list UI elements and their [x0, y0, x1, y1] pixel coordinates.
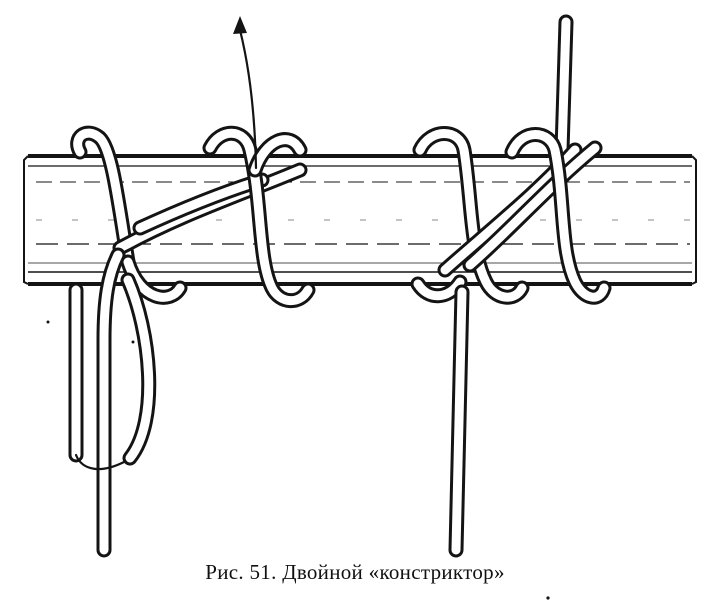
right-knot: [410, 126, 612, 558]
stray-mark: [46, 320, 50, 324]
right-standing-strand: [554, 14, 574, 158]
figure-caption: Рис. 51. Двойной «констриктор»: [205, 560, 505, 584]
stray-mark: [131, 340, 135, 344]
stray-mark: [546, 596, 550, 600]
left-knot: [68, 16, 316, 558]
